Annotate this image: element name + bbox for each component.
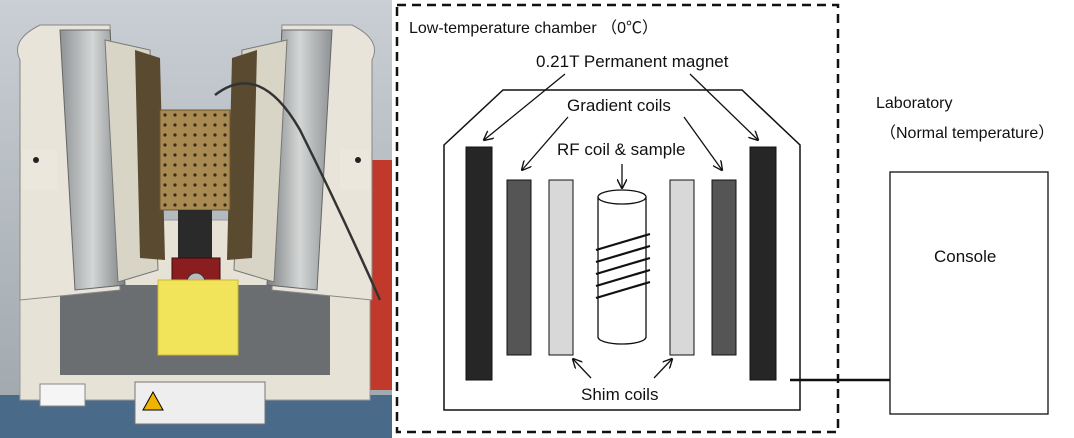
gradient-arrow-right bbox=[683, 116, 722, 170]
console-box bbox=[889, 171, 1049, 415]
gradient-coil-right bbox=[711, 179, 737, 356]
magnet-arrow-left bbox=[484, 73, 566, 140]
magnet-arrow-right bbox=[689, 73, 758, 140]
shim-arrow-left bbox=[573, 359, 592, 379]
permanent-magnet-left bbox=[465, 146, 493, 381]
chamber-label: Low-temperature chamber （0℃） bbox=[409, 20, 658, 37]
shim-arrow-right bbox=[653, 359, 672, 379]
gradient-arrow-left bbox=[522, 116, 569, 170]
console-label: Console bbox=[934, 247, 997, 266]
magnet-label: 0.21T Permanent magnet bbox=[536, 52, 729, 71]
shim-coil-right bbox=[669, 179, 695, 356]
chamber-border bbox=[395, 3, 840, 434]
gradient-coils-label: Gradient coils bbox=[567, 96, 671, 115]
shim-coil-left bbox=[548, 179, 574, 356]
rf-coil-sample bbox=[595, 189, 651, 345]
shim-coils-label: Shim coils bbox=[581, 385, 659, 404]
permanent-magnet-right bbox=[749, 146, 777, 381]
gradient-coil-left bbox=[506, 179, 532, 356]
mri-magnet-photo bbox=[0, 0, 392, 438]
normal-temperature-label: （Normal temperature） bbox=[880, 125, 1055, 142]
laboratory-label: Laboratory bbox=[876, 95, 953, 112]
rf-coil-label: RF coil & sample bbox=[557, 140, 686, 159]
